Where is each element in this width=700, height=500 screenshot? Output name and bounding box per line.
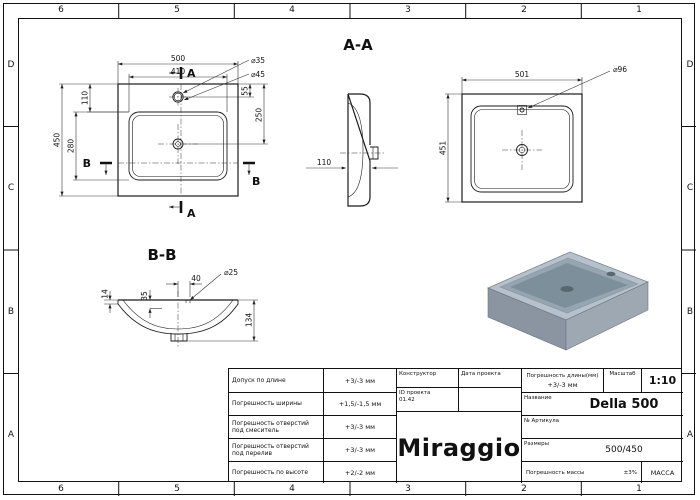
project-date-value-cell xyxy=(458,387,521,411)
tolerance-label: Допуск по длине xyxy=(232,376,286,384)
frame-row-label: C xyxy=(7,183,15,193)
tolerance-label: Погрешность отверстий под смеситель xyxy=(229,415,323,438)
frame-col-label: 4 xyxy=(289,5,295,15)
tolerance-value: +2/-2 мм xyxy=(323,461,396,483)
project-id-label: ID проекта xyxy=(399,390,431,396)
frame-col-label: 1 xyxy=(636,5,642,15)
frame-col-label: 5 xyxy=(174,5,180,15)
frame-row-label: D xyxy=(686,60,694,70)
mass-tolerance-cell: Погрешность массы ±3% xyxy=(521,461,641,483)
frame-col-label: 1 xyxy=(636,484,642,494)
tolerance-value: +1,5/-1,5 мм xyxy=(323,392,396,415)
project-id-value: 01.42 xyxy=(399,396,415,403)
frame-col-label: 2 xyxy=(521,5,527,15)
name-label: Название xyxy=(521,392,565,415)
length-tolerance-label: Погрешность длины(мм) xyxy=(526,372,599,379)
scale-value: 1:10 xyxy=(641,369,683,392)
project-id-cell: ID проекта 01.42 xyxy=(396,387,458,411)
frame-col-label: 2 xyxy=(521,484,527,494)
frame-col-label: 3 xyxy=(405,5,411,15)
frame-row-label: B xyxy=(686,307,694,317)
length-tolerance-cell: Погрешность длины(мм) +3/-3 мм xyxy=(521,369,603,392)
tolerance-value: +3/-3 мм xyxy=(323,438,396,461)
project-date-label: Дата проекта xyxy=(458,369,521,387)
frame-row-label: C xyxy=(686,183,694,193)
article-label: № Артикула xyxy=(521,415,683,438)
frame-row-label: A xyxy=(7,430,15,440)
tolerance-label: Погрешность отверстий под перелив xyxy=(229,438,323,461)
product-name: Della 500 xyxy=(565,392,683,415)
length-tolerance-value: +3/-3 мм xyxy=(547,380,578,389)
mass-tolerance-value: ±3% xyxy=(623,469,637,476)
tolerance-value: +3/-3 мм xyxy=(323,415,396,438)
size-value: 500/450 xyxy=(565,438,683,461)
mass-label: МАССА xyxy=(641,461,683,483)
frame-col-label: 6 xyxy=(58,5,64,15)
frame-col-label: 5 xyxy=(174,484,180,494)
designer-label: Конструктор xyxy=(396,369,458,387)
frame-col-label: 4 xyxy=(289,484,295,494)
frame-col-label: 6 xyxy=(58,484,64,494)
mass-tolerance-label: Погрешность массы xyxy=(526,469,585,476)
tolerance-label: Погрешность ширины xyxy=(229,392,323,415)
frame-row-label: D xyxy=(7,60,15,70)
title-block: Допуск по длине +3/-3 мм Погрешность шир… xyxy=(228,368,683,483)
frame-row-label: A xyxy=(686,430,694,440)
tolerance-label: Погрешность по высоте xyxy=(229,461,323,483)
brand-logo: Miraggio xyxy=(396,411,521,483)
tolerance-value: +3/-3 мм xyxy=(323,369,396,392)
size-label: Размеры xyxy=(521,438,565,461)
frame-row-label: B xyxy=(7,307,15,317)
scale-label: Масштаб xyxy=(603,369,641,392)
frame-col-label: 3 xyxy=(405,484,411,494)
